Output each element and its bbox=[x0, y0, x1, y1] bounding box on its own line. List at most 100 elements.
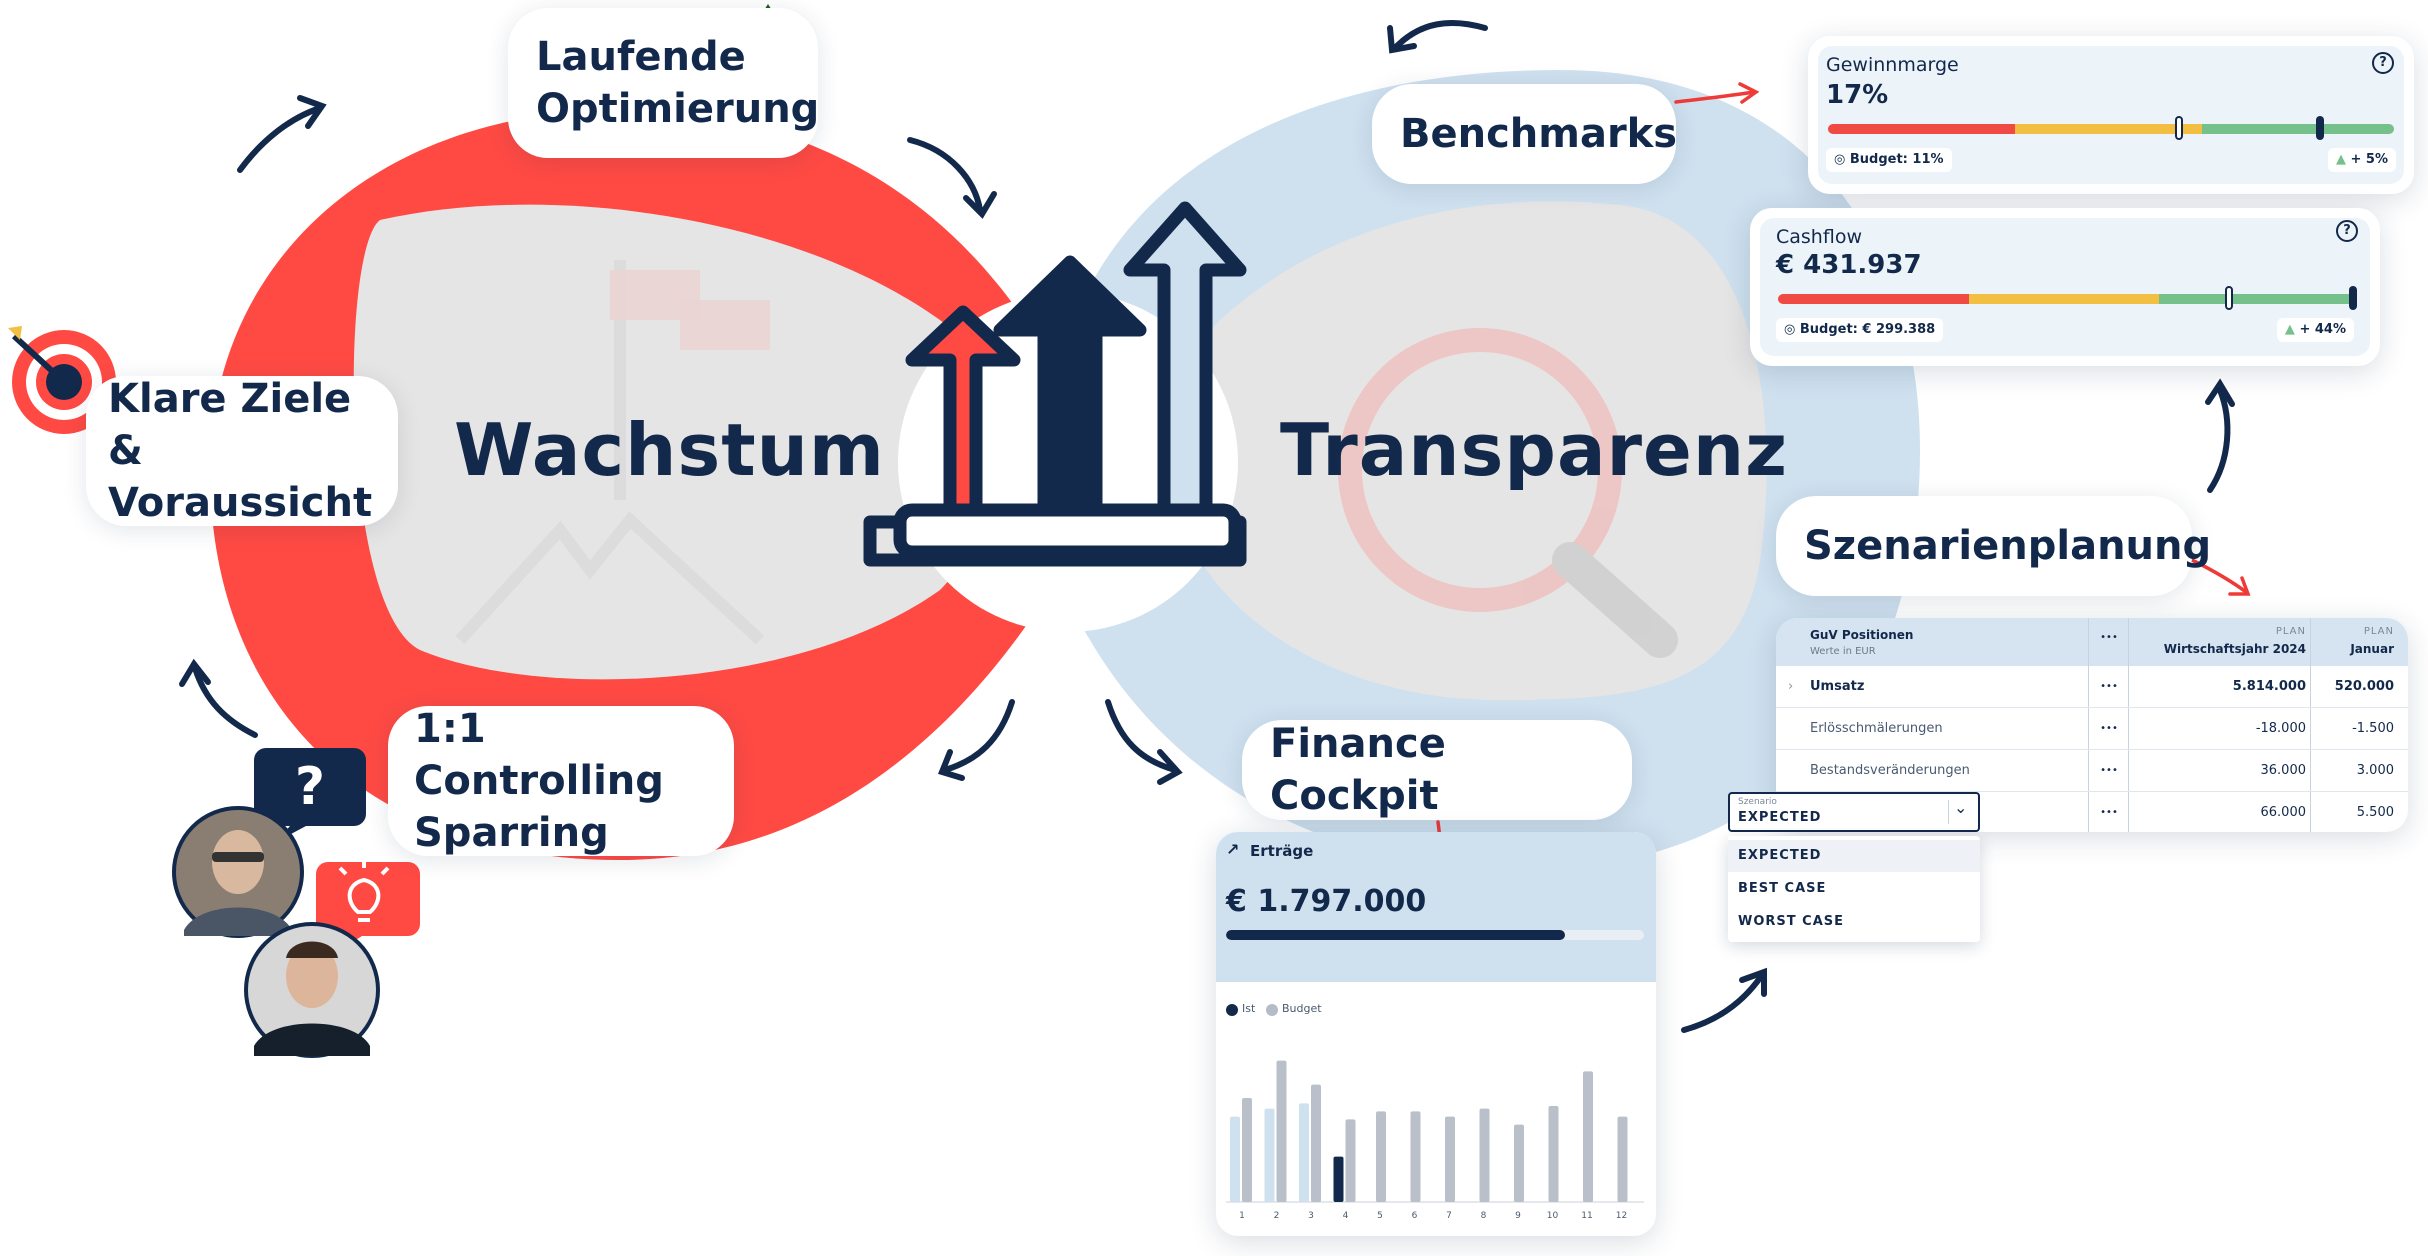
gewinnmarge-card: Gewinnmarge ? 17% ◎ Budget: 11% ▲ + 5% bbox=[1808, 36, 2414, 194]
scenario-selected-value: EXPECTED bbox=[1738, 810, 1822, 825]
row-menu-icon[interactable]: ••• bbox=[2100, 807, 2118, 818]
budget-chip: ◎ Budget: € 299.388 bbox=[1776, 318, 1944, 342]
row-label: Umsatz bbox=[1810, 679, 1865, 694]
header-title: GuV Positionen bbox=[1810, 628, 1914, 642]
cashflow-value: € 431.937 bbox=[1776, 250, 1922, 280]
idea-bubble bbox=[316, 860, 420, 950]
legend-budget-label: Budget bbox=[1282, 1002, 1322, 1015]
trend-icon: ↗ bbox=[1226, 840, 1240, 859]
budget-bar bbox=[1242, 1098, 1252, 1202]
budget-marker bbox=[2174, 116, 2183, 140]
klare-ziele-label: Klare Ziele & Voraussicht bbox=[86, 376, 398, 526]
x-tick-label: 11 bbox=[1581, 1211, 1592, 1221]
bar-red-segment bbox=[1778, 294, 1969, 304]
budget-chip: ◎ Budget: 11% bbox=[1826, 148, 1952, 172]
bar-yellow-segment bbox=[2014, 124, 2202, 134]
row-menu-icon[interactable]: ••• bbox=[2100, 765, 2118, 776]
budget-bar bbox=[1445, 1116, 1455, 1202]
klare-line1: Klare Ziele & bbox=[108, 376, 352, 474]
ist-bar bbox=[1299, 1103, 1309, 1202]
actual-marker bbox=[2316, 116, 2325, 140]
row-jan-value: 5.500 bbox=[2356, 805, 2394, 820]
sparring-label: 1:1 Controlling Sparring bbox=[388, 706, 734, 856]
delta-chip: ▲ + 44% bbox=[2276, 318, 2354, 342]
x-tick-label: 7 bbox=[1446, 1211, 1452, 1221]
header-subtitle: Werte in EUR bbox=[1810, 646, 1876, 657]
transparenz-hole bbox=[1175, 201, 1767, 700]
table-row[interactable]: Bestandsveränderungen ••• 36.000 3.000 bbox=[1776, 750, 2408, 792]
help-icon[interactable]: ? bbox=[2372, 52, 2394, 74]
x-tick-label: 2 bbox=[1274, 1211, 1280, 1221]
col-jan-plan: PLAN bbox=[2363, 626, 2394, 637]
flow-arrows bbox=[179, 20, 2235, 1033]
x-tick-label: 5 bbox=[1377, 1211, 1383, 1221]
cashflow-card: Cashflow ? € 431.937 ◎ Budget: € 299.388… bbox=[1750, 208, 2380, 366]
ertraege-title: Erträge bbox=[1250, 842, 1314, 860]
bar-green-segment bbox=[2201, 124, 2394, 134]
szenarienplanung-label: Szenarienplanung bbox=[1776, 496, 2211, 596]
budget-bar bbox=[1479, 1108, 1490, 1202]
x-tick-label: 4 bbox=[1343, 1211, 1349, 1221]
budget-bar bbox=[1376, 1111, 1386, 1202]
avatar-1 bbox=[172, 806, 304, 938]
table-row[interactable]: › Umsatz ••• 5.814.000 520.000 bbox=[1776, 666, 2408, 708]
budget-bar bbox=[1410, 1111, 1421, 1202]
laufende-line1: Laufende bbox=[536, 34, 746, 80]
sparring-line1: 1:1 Controlling bbox=[414, 706, 664, 804]
row-year-value: 36.000 bbox=[2260, 763, 2307, 778]
x-tick-label: 9 bbox=[1515, 1211, 1521, 1221]
table-row[interactable]: ••• 66.000 5.500 bbox=[1776, 792, 2408, 832]
budget-bar bbox=[1345, 1119, 1356, 1202]
wachstum-heading: Wachstum bbox=[454, 408, 885, 492]
row-jan-value: 3.000 bbox=[2356, 763, 2394, 778]
ist-bar bbox=[1264, 1108, 1275, 1202]
table-row[interactable]: Erlösschmälerungen ••• -18.000 -1.500 bbox=[1776, 708, 2408, 750]
scenario-select[interactable]: Szenario EXPECTED ⌄ bbox=[1728, 792, 1980, 832]
scenario-field-label: Szenario bbox=[1738, 797, 1777, 807]
lightbulb-icon bbox=[338, 860, 390, 922]
row-menu-icon[interactable]: ••• bbox=[2100, 681, 2118, 692]
ertraege-progress-fill bbox=[1226, 930, 1565, 940]
row-menu-icon[interactable]: ••• bbox=[2100, 723, 2118, 734]
row-label: Erlösschmälerungen bbox=[1810, 721, 1943, 736]
cashflow-budget: Budget: € 299.388 bbox=[1799, 322, 1936, 337]
x-tick-label: 12 bbox=[1616, 1211, 1627, 1221]
scenario-option[interactable]: EXPECTED bbox=[1728, 840, 1980, 872]
delta-chip: ▲ + 5% bbox=[2327, 148, 2396, 172]
budget-bar bbox=[1617, 1116, 1628, 1202]
scenario-option[interactable]: WORST CASE bbox=[1738, 914, 1845, 929]
scenario-option[interactable]: BEST CASE bbox=[1738, 881, 1827, 896]
avatar-2 bbox=[244, 922, 380, 1058]
wachstum-hole bbox=[353, 204, 993, 680]
column-separator bbox=[2128, 618, 2129, 832]
sparring-line2: Sparring bbox=[414, 810, 609, 856]
chevron-right-icon[interactable]: › bbox=[1788, 679, 1794, 694]
bar-yellow-segment bbox=[1968, 294, 2160, 304]
x-tick-label: 1 bbox=[1239, 1211, 1245, 1221]
magnifier-icon bbox=[1338, 328, 1678, 658]
growth-arrows-icon bbox=[863, 201, 1247, 567]
up-triangle-icon: ▲ bbox=[2284, 322, 2295, 337]
table-header bbox=[1776, 618, 2408, 666]
chevron-down-icon[interactable]: ⌄ bbox=[1954, 798, 1968, 817]
row-year-value: 5.814.000 bbox=[2232, 679, 2306, 694]
up-triangle-icon: ▲ bbox=[2335, 152, 2346, 167]
cashflow-bar bbox=[1778, 294, 2356, 304]
help-icon[interactable]: ? bbox=[2336, 220, 2358, 242]
gewinnmarge-bar bbox=[1828, 124, 2394, 134]
ist-bar bbox=[1333, 1156, 1344, 1202]
gewinnmarge-budget: Budget: 11% bbox=[1849, 152, 1944, 167]
col-year-plan: PLAN bbox=[2275, 626, 2306, 637]
header-menu-icon[interactable]: ••• bbox=[2100, 632, 2118, 643]
gewinnmarge-label: Gewinnmarge bbox=[1826, 54, 1959, 76]
bar-green-segment bbox=[2159, 294, 2356, 304]
row-year-value: -18.000 bbox=[2255, 721, 2306, 736]
column-separator bbox=[2310, 618, 2311, 832]
laufende-line2: Optimierung bbox=[536, 86, 820, 132]
x-tick-label: 6 bbox=[1412, 1211, 1418, 1221]
cashflow-delta: + 44% bbox=[2299, 322, 2346, 337]
row-jan-value: -1.500 bbox=[2352, 721, 2394, 736]
